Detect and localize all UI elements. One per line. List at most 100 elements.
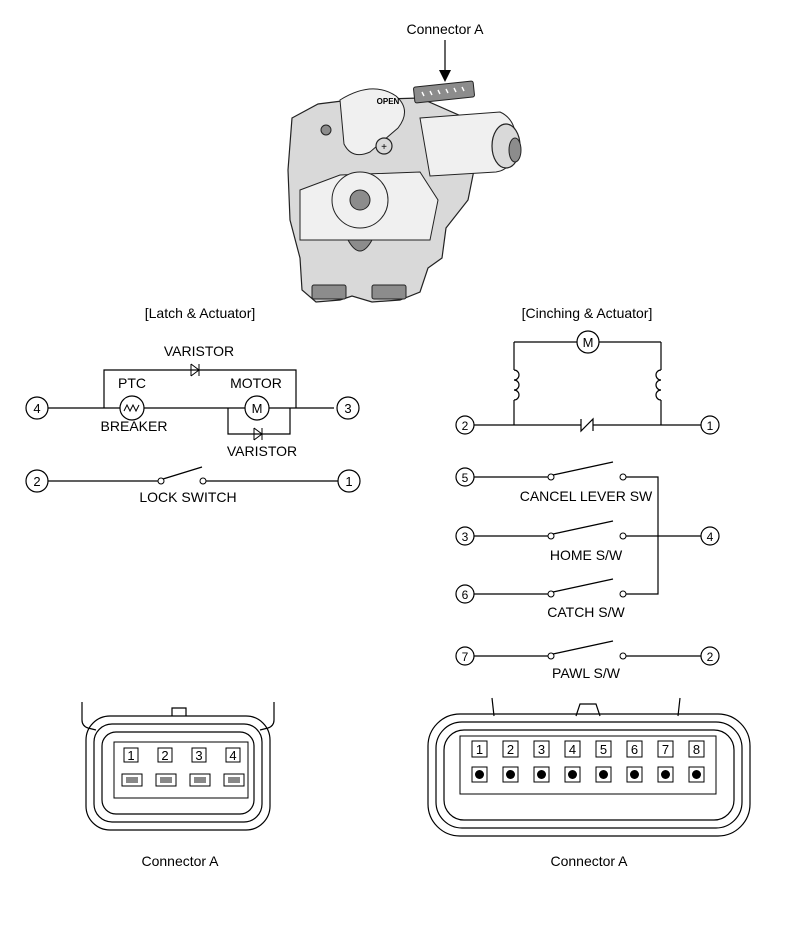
connector-4pin: 1 2 3 4 Connector A [81,702,275,869]
motor-label: MOTOR [230,375,282,391]
pin-number: 4 [229,748,236,763]
pin-number: 7 [662,742,669,757]
svg-text:3: 3 [344,401,351,416]
latch-actuator-schematic: [Latch & Actuator] VARISTOR PTC MOTOR BR… [25,305,361,505]
pin-number-box [595,740,612,758]
home-switch-symbol [547,520,627,540]
ptc-label: PTC [118,375,146,391]
home-sw-label: HOME S/W [550,547,623,563]
pin-1: 1 [337,469,361,493]
ptc-breaker-symbol [119,395,145,421]
lever-pivot [375,137,393,155]
pin-number: 5 [600,742,607,757]
svg-text:M: M [583,335,594,350]
cancel-lever-label: CANCEL LEVER SW [520,488,653,504]
lock-switch-label: LOCK SWITCH [139,489,236,505]
varistor-bottom-symbol [253,427,263,441]
arrow-head-icon [439,70,451,82]
cinching-actuator-schematic: [Cinching & Actuator] M 2 1 5 [455,305,720,681]
pin-terminal [471,766,488,783]
cinch-pin-4: 4 [700,526,720,546]
cinch-pin-6: 6 [455,584,475,604]
pin-number: 2 [161,748,168,763]
pin-number-box [225,747,241,763]
pin-number: 1 [127,748,134,763]
striker-slot [347,239,373,252]
connector-4pin-outer [85,715,271,831]
pin-terminal [564,766,581,783]
pin-number-box [626,740,643,758]
connector-4pin-label: Connector A [141,853,219,869]
pin-number-box [191,747,207,763]
pin-terminal [223,773,245,787]
cinch-pin-5: 5 [455,467,475,487]
motor-symbol: M [244,395,270,421]
connector-8pin-face [459,735,717,795]
pin-number-box [502,740,519,758]
svg-text:4: 4 [33,401,40,416]
pin-terminal [533,766,550,783]
photo-connector-label: Connector A [406,21,484,37]
pin-number-box [157,747,173,763]
pin-terminal [657,766,674,783]
latch-assembly-illustration: Connector A OPEN + [287,21,522,303]
pin-number: 2 [507,742,514,757]
pin-terminal [121,773,143,787]
connector-8pin-pins: 1 2 3 4 5 6 7 8 [471,740,705,783]
pin-terminal [688,766,705,783]
cancel-lever-switch-symbol [547,461,627,481]
svg-text:1: 1 [345,474,352,489]
pin-number: 1 [476,742,483,757]
svg-text:+: + [381,142,387,153]
pin-number: 4 [569,742,576,757]
breaker-label: BREAKER [101,418,168,434]
pin-number-box [471,740,488,758]
varistor-top-symbol [190,363,200,377]
pin-number-box [688,740,705,758]
pin-number: 3 [538,742,545,757]
svg-text:6: 6 [462,588,469,602]
pin-2: 2 [25,469,49,493]
connector-8pin-outer [427,713,751,837]
diode-symbol [580,417,594,433]
cinch-pin-2-right: 2 [700,646,720,666]
lock-switch-symbol [157,466,207,485]
pin-terminal [155,773,177,787]
pin-4: 4 [25,396,49,420]
varistor-top-label: VARISTOR [164,343,234,359]
svg-text:2: 2 [707,650,714,664]
cinch-pin-1-right: 1 [700,415,720,435]
svg-text:7: 7 [462,650,469,664]
pawl-sw-label: PAWL S/W [552,665,621,681]
pin-terminal [626,766,643,783]
pin-terminal [595,766,612,783]
pin-3: 3 [336,396,360,420]
cinch-pin-7: 7 [455,646,475,666]
pin-number-box [123,747,139,763]
cinching-actuator-title: [Cinching & Actuator] [522,305,653,321]
pin-number-box [564,740,581,758]
svg-text:2: 2 [33,474,40,489]
coil-left-icon [513,369,520,401]
svg-text:OPEN: OPEN [377,97,400,106]
cinching-motor-symbol: M [576,330,600,354]
cinch-pin-3: 3 [455,526,475,546]
pawl-switch-symbol [547,640,627,660]
svg-text:2: 2 [462,419,469,433]
svg-text:3: 3 [462,530,469,544]
catch-switch-symbol [547,578,627,598]
pin-terminal [502,766,519,783]
connector-a-housing [413,80,475,104]
pin-number: 6 [631,742,638,757]
cinch-pin-2-left: 2 [455,415,475,435]
latch-actuator-title: [Latch & Actuator] [145,305,256,321]
pin-number: 8 [693,742,700,757]
pin-number-box [657,740,674,758]
connector-4pin-pins: 1 2 3 4 [121,747,245,787]
pin-number: 3 [195,748,202,763]
svg-text:5: 5 [462,471,469,485]
connector-4pin-face [113,741,249,799]
svg-text:1: 1 [707,419,714,433]
